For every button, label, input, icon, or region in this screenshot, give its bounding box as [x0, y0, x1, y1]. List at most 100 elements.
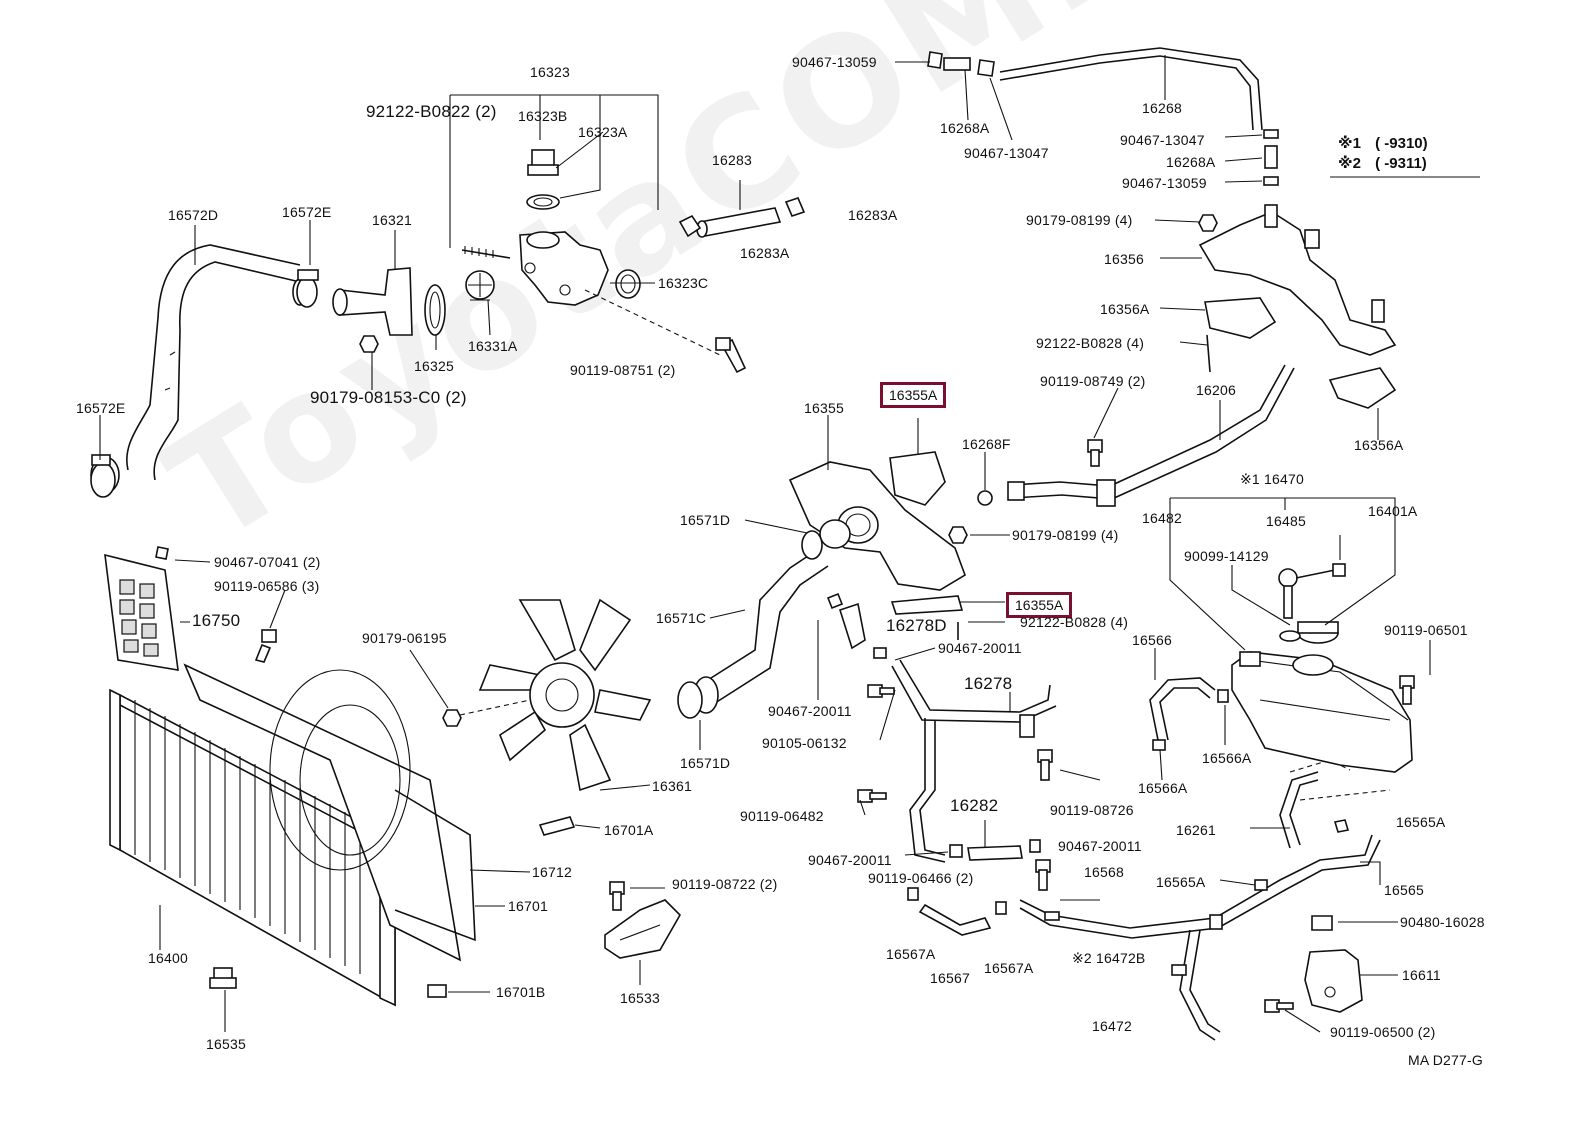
nut-90179-06195[interactable] [442, 709, 462, 727]
bracket-16611[interactable] [1304, 949, 1363, 1013]
hose-clamp-top[interactable] [296, 269, 319, 308]
gasket-16356A[interactable] [1204, 297, 1277, 339]
clip-90467-20011-d[interactable] [1029, 839, 1041, 853]
water-outlet-16323[interactable] [519, 231, 609, 306]
gasket-16323C[interactable] [615, 269, 641, 299]
bolt-90119-08751[interactable] [715, 337, 747, 374]
label-16356A-b: 16356A [1354, 437, 1404, 453]
gasket-16355A[interactable] [889, 451, 946, 506]
label-16566A-b: 16566A [1202, 750, 1252, 766]
water-pipe-16568[interactable] [1019, 834, 1381, 939]
hose-clamp-16571D[interactable] [677, 681, 703, 719]
water-outlet-16355[interactable] [788, 461, 966, 591]
cover-16750[interactable] [104, 553, 179, 671]
hose-16268A[interactable] [943, 57, 971, 71]
label-16206: 16206 [1196, 382, 1236, 398]
clamp-16283A-b[interactable] [784, 197, 806, 217]
label-16323C: 16323C [658, 275, 709, 291]
highlighted-label-16355A-b[interactable]: 16355A [1006, 592, 1073, 618]
gasket-16355A-b[interactable] [890, 595, 964, 615]
grommet-90480-16028[interactable] [1311, 915, 1333, 931]
water-inlet-16321[interactable] [332, 267, 413, 336]
water-pipe-16278[interactable] [891, 659, 1057, 863]
gasket-16356A-b[interactable] [1328, 367, 1397, 409]
hose-clamp-bottom[interactable] [90, 454, 116, 498]
nut-90179-08199-b[interactable] [948, 526, 968, 544]
plug-16323B[interactable] [527, 149, 559, 176]
thermostat-16331A[interactable] [465, 270, 495, 301]
label-16472: 16472 [1092, 1018, 1132, 1034]
clip-16701A[interactable] [538, 816, 576, 836]
clamp-16565A[interactable] [1254, 879, 1268, 891]
cap-16401A[interactable] [1297, 621, 1339, 644]
hose-16566[interactable] [1149, 677, 1216, 741]
label-90467-13059: 90467-13059 [792, 54, 877, 70]
label-90119-08749: 90119-08749 (2) [1040, 373, 1146, 389]
clip-16701B[interactable] [427, 984, 447, 998]
cooling-fan-16361[interactable] [478, 598, 652, 792]
hose-16268A-b[interactable] [1264, 145, 1278, 169]
plug-16535[interactable] [209, 967, 237, 989]
label-90179-08199-b: 90179-08199 (4) [1012, 527, 1119, 543]
label-16572D: 16572D [168, 207, 219, 223]
stud-92122-B0828[interactable] [1206, 334, 1211, 373]
lower-radiator-hose[interactable] [693, 547, 829, 714]
hose-16282[interactable] [967, 845, 1023, 861]
sensor-16485[interactable] [1278, 563, 1346, 619]
hose-16261[interactable] [1279, 771, 1319, 849]
clip-90467-07041[interactable] [155, 546, 169, 560]
bolt-90119-08722[interactable] [609, 881, 625, 911]
bolt-90119-06466[interactable] [1035, 859, 1051, 891]
hose-16278D[interactable] [839, 602, 866, 650]
clip-90467-20011-c[interactable] [949, 844, 963, 858]
gasket-16268F[interactable] [977, 490, 993, 506]
label-16323B: 16323B [518, 108, 568, 124]
label-90119-06501: 90119-06501 [1384, 622, 1468, 638]
bolt-90119-06482[interactable] [857, 789, 887, 803]
bolt-90105-06132[interactable] [867, 684, 895, 698]
gasket-16325[interactable] [424, 284, 446, 336]
clip-90467-13059[interactable] [927, 51, 943, 69]
nut-90179-08153[interactable] [359, 335, 379, 353]
label-16535: 16535 [206, 1036, 246, 1052]
bolt-90119-06586[interactable] [254, 629, 277, 663]
clamp-16566A-b[interactable] [1217, 689, 1229, 703]
bolt-90119-08726[interactable] [1037, 749, 1053, 781]
bolt-90119-08749[interactable] [1087, 439, 1103, 467]
fan-shroud-16712[interactable] [183, 663, 462, 962]
clip-90467-20011[interactable] [826, 592, 844, 610]
label-16321: 16321 [372, 212, 412, 228]
label-16567A: 16567A [886, 946, 936, 962]
gasket-16323A[interactable] [526, 194, 560, 210]
upper-radiator-hose[interactable] [90, 244, 308, 494]
label-16571C: 16571C [656, 610, 707, 626]
label-90119-06586: 90119-06586 (3) [214, 578, 320, 594]
hose-16268[interactable] [999, 47, 1263, 131]
label-16565A: 16565A [1396, 814, 1446, 830]
shroud-16701[interactable] [394, 789, 476, 942]
hose-16472[interactable] [1171, 929, 1221, 1041]
label-90480-16028: 90480-16028 [1400, 914, 1485, 930]
hose-clamp-16571D-b[interactable] [801, 530, 823, 560]
clamp-16567A[interactable] [907, 887, 919, 901]
clamp-16566A[interactable] [1152, 739, 1166, 751]
highlighted-label-16355A[interactable]: 16355A [880, 382, 947, 408]
water-pipe-16206[interactable] [1007, 364, 1295, 507]
clamp-16567A-b[interactable] [995, 901, 1007, 915]
hose-16567[interactable] [918, 903, 992, 936]
legend-item-1: ※1 ( -9310) [1338, 134, 1428, 152]
bolt-90119-06501[interactable] [1399, 675, 1415, 705]
clamp-16283A-a[interactable] [678, 214, 702, 238]
bolt-90119-06500[interactable] [1264, 999, 1294, 1013]
clamp-16565A-b[interactable] [1333, 819, 1350, 833]
label-16482: 16482 [1142, 510, 1182, 526]
bracket-16533[interactable] [604, 899, 681, 959]
water-bypass-pipe-16356[interactable] [1198, 204, 1397, 356]
clip-90467-20011-b[interactable] [873, 647, 887, 659]
label-16701A: 16701A [604, 822, 654, 838]
clip-90467-13047[interactable] [977, 59, 995, 77]
gasket-16482[interactable] [1279, 630, 1301, 642]
nut-90179-08199[interactable] [1198, 214, 1218, 232]
coolant-reservoir-16470[interactable] [1231, 651, 1413, 773]
bypass-hose-16283[interactable] [696, 207, 782, 238]
